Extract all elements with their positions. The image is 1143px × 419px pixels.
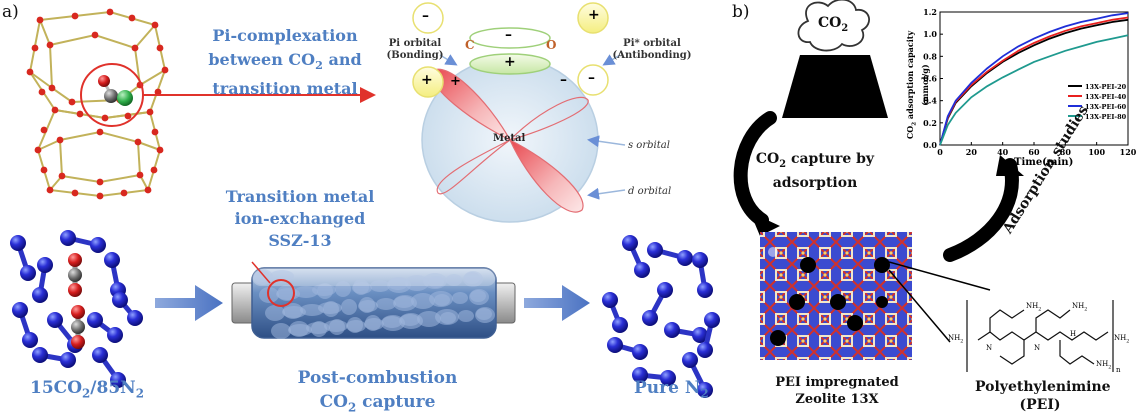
panel-a-label: a) [2, 2, 19, 22]
adsorption-column [231, 261, 516, 339]
x-tick-label: 40 [997, 147, 1009, 157]
x-tick-label: 60 [1028, 147, 1040, 157]
zeolite-cage [28, 10, 167, 198]
zeolite-cage-oxygen-atoms [26, 8, 169, 200]
title-line-1: Pi-complexation [212, 26, 358, 45]
s-orbital-label: s orbital [628, 140, 670, 151]
chart-ylabel: CO2 adsorption capacity (mmol/g) [905, 30, 930, 140]
adsorption-chart: 0 20 40 60 80 100 120 0.0 0.2 0.4 0.6 0.8 1.0 1.2 13X… [923, 7, 1137, 157]
y-tick-label: 0.6 [923, 74, 937, 84]
product-n2-molecules [602, 235, 720, 398]
pi-bonding-label: Pi orbital(Bonding) [386, 38, 444, 61]
co2-cloud-label: CO2 [818, 15, 849, 34]
chart-xlabel: Time(min) [1014, 157, 1074, 168]
title-line-2: between CO2 and [208, 50, 362, 73]
feed-composition-label: 15CO2/85N2 [30, 378, 144, 401]
capture-label: CO2 capture by adsorption [755, 151, 875, 191]
y-tick-label: 0.2 [923, 118, 937, 128]
pei-nh2-top1: NH2 [1026, 302, 1042, 313]
y-tick-label: 1.0 [923, 29, 937, 39]
ssz13-label: Transition metal ion-exchanged SSZ-13 [225, 187, 375, 250]
sign-minus-2: – [505, 27, 512, 43]
sign-plus-3: + [421, 72, 433, 88]
atom-o-label: O [546, 38, 557, 52]
atom-c-label: C [465, 38, 475, 52]
co2-molecule-small [98, 75, 133, 106]
y-tick-label: 0.4 [923, 96, 937, 106]
pei-n-2: N [1034, 344, 1041, 352]
sign-plus-2: + [504, 54, 516, 70]
x-tick-label: 0 [937, 147, 943, 157]
process-label: Post-combustion CO2 capture [297, 368, 458, 415]
pei-nh2-left: NH2 [948, 334, 964, 345]
y-tick-label: 0.0 [923, 140, 937, 150]
legend-entry: 13X-PEI-40 [1085, 93, 1127, 101]
x-tick-label: 20 [966, 147, 978, 157]
y-tick-label: 0.8 [923, 51, 937, 61]
flue-stack [782, 0, 888, 118]
pei-nh2-bottom: NH2 [1096, 360, 1112, 371]
y-tick-label: 1.2 [923, 7, 937, 17]
pei-label: Polyethylenimine (PEI) [975, 379, 1111, 413]
studies-curve-arrow [943, 158, 1019, 262]
x-tick-label: 80 [1060, 147, 1072, 157]
pei-nh2-right: NH2 [1114, 334, 1130, 345]
x-tick-label: 100 [1088, 147, 1105, 157]
zeolite-label: PEI impregnated Zeolite 13X [775, 375, 899, 407]
panel-b-label: b) [732, 2, 750, 22]
pei-h: H [1070, 330, 1077, 338]
sign-minus-4: – [588, 70, 595, 86]
d-orbital-label: d orbital [628, 186, 672, 197]
product-arrow [524, 285, 590, 321]
pei-n-1: N [986, 344, 993, 352]
legend-entry: 13X-PEI-60 [1085, 103, 1127, 111]
capture-curve-arrow [733, 111, 777, 227]
title-line-3: transition metal [212, 79, 358, 99]
feed-gas-molecules [10, 230, 143, 388]
legend-entry: 13X-PEI-20 [1085, 83, 1127, 91]
pei-structure [966, 300, 1114, 372]
column-zoom-circle [267, 279, 295, 307]
orbital-diagram [412, 2, 626, 223]
feed-arrow [155, 285, 223, 321]
pi-star-label: Pi* orbital(Antibonding) [612, 38, 692, 61]
product-label: Pure N2 [634, 378, 709, 401]
pi-complexation-title: Pi-complexation between CO2 and transiti… [195, 24, 375, 101]
legend-entry: 13X-PEI-80 [1085, 113, 1127, 121]
series-line-13X-PEI-80 [939, 34, 1129, 146]
sign-minus-3: – [560, 72, 567, 88]
x-tick-label: 120 [1120, 147, 1137, 157]
pei-subscript-n: n [1116, 366, 1121, 374]
pei-nh2-top2: NH2 [1072, 302, 1088, 313]
sign-minus-1: – [422, 8, 429, 24]
series-line-13X-PEI-60 [939, 12, 1129, 146]
metal-label: Metal [493, 133, 526, 144]
zeolite-13x-structure [760, 232, 912, 360]
sign-plus-4: + [450, 74, 461, 89]
sign-plus-1: + [588, 7, 600, 23]
